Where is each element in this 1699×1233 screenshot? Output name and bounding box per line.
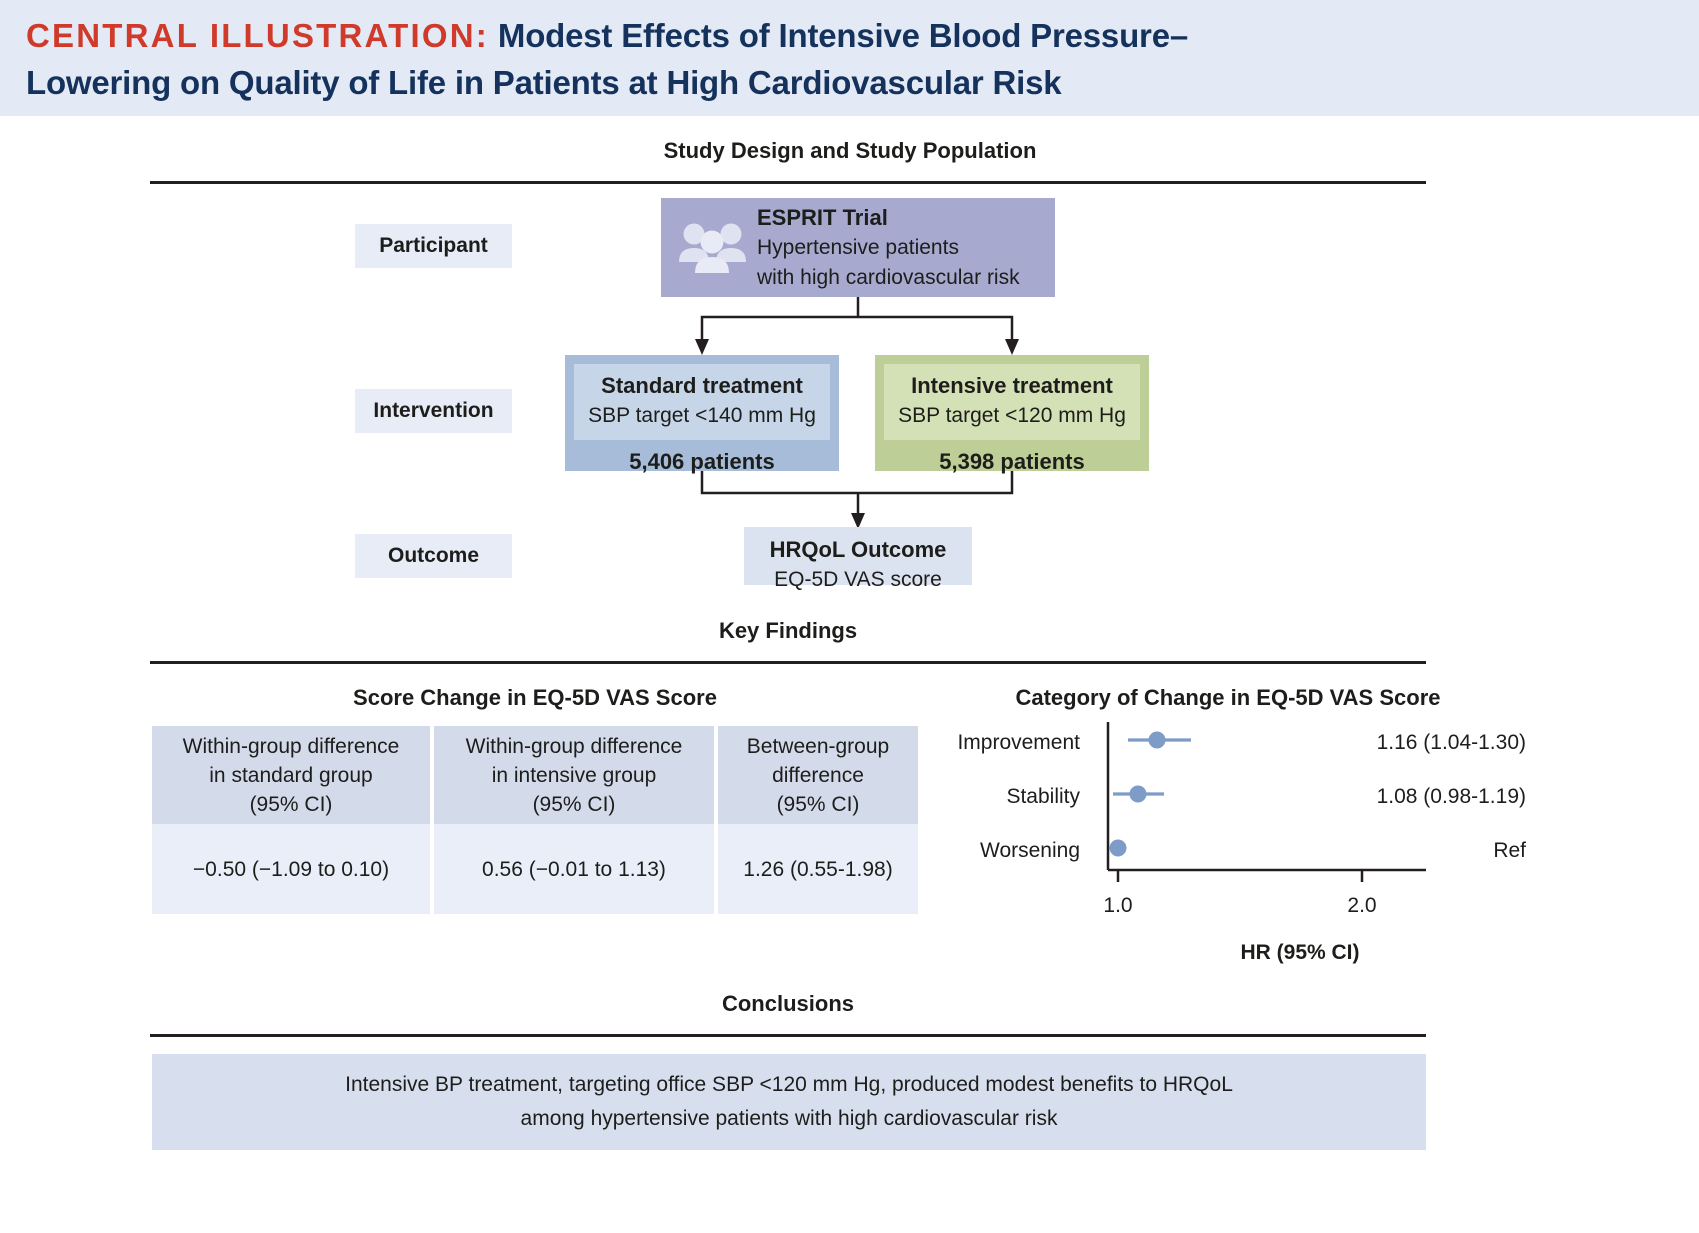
arm-count-standard: 5,406 patients [629, 449, 775, 474]
section-rule-key-findings [150, 661, 1426, 664]
conclusion-line-1: Intensive BP treatment, targeting office… [345, 1073, 1233, 1096]
forest-xtick-2: 2.0 [1347, 894, 1377, 917]
participant-desc-line-1: Hypertensive patients [757, 235, 959, 259]
hdr-btw-line3: (95% CI) [776, 792, 860, 816]
section-rule-conclusions [150, 1034, 1426, 1037]
findings-table-title: Score Change in EQ-5D VAS Score [353, 685, 717, 710]
connector-participant-to-arms [695, 297, 1019, 355]
central-illustration-prefix: CENTRAL ILLUSTRATION: [26, 17, 489, 54]
forest-x-axis-title: HR (95% CI) [1240, 941, 1360, 964]
hdr-std-line1: Within-group difference [182, 734, 400, 758]
stage-label-participant: Participant [355, 224, 512, 268]
conclusion-text-block: Intensive BP treatment, targeting office… [325, 1068, 1253, 1136]
forest-value-stability: 1.08 (0.98-1.19) [1376, 785, 1526, 808]
outcome-title: HRQoL Outcome [769, 537, 947, 562]
table-col-separator-3 [430, 824, 434, 914]
table-header-cell-between: Between-group difference (95% CI) [718, 726, 918, 824]
hdr-std-line2: in standard group [209, 763, 373, 787]
title-banner: CENTRAL ILLUSTRATION: Modest Effects of … [0, 0, 1699, 116]
table-col-separator-2 [714, 726, 718, 824]
arm-target-intensive: SBP target <120 mm Hg [898, 404, 1126, 427]
forest-value-worsening: Ref [1493, 839, 1526, 862]
participant-box: ESPRIT Trial Hypertensive patients with … [661, 198, 1055, 297]
hdr-int-line3: (95% CI) [532, 792, 616, 816]
arm-title-standard: Standard treatment [601, 373, 803, 398]
table-value-row: −0.50 (−1.09 to 0.10) 0.56 (−0.01 to 1.1… [152, 824, 918, 914]
table-value-between: 1.26 (0.55-1.98) [718, 824, 918, 914]
forest-plot-canvas [1106, 722, 1426, 882]
arm-inner-intensive: Intensive treatment SBP target <120 mm H… [884, 364, 1140, 440]
hdr-std-line3: (95% CI) [249, 792, 333, 816]
table-col-separator-1 [430, 726, 434, 824]
table-header-cell-intensive: Within-group difference in intensive gro… [434, 726, 714, 824]
forest-row-label-improvement: Improvement [957, 731, 1080, 754]
participant-text-block: ESPRIT Trial Hypertensive patients with … [757, 203, 1020, 293]
table-col-separator-4 [714, 824, 718, 914]
findings-table: Within-group difference in standard grou… [152, 726, 918, 914]
table-header-cell-standard: Within-group difference in standard grou… [152, 726, 430, 824]
hdr-btw-line2: difference [772, 763, 864, 787]
participant-trial-name: ESPRIT Trial [757, 204, 888, 230]
arm-box-intensive: Intensive treatment SBP target <120 mm H… [875, 355, 1149, 474]
forest-row-label-worsening: Worsening [980, 839, 1080, 862]
arm-box-standard: Standard treatment SBP target <140 mm Hg… [565, 355, 839, 474]
conclusion-line-2: among hypertensive patients with high ca… [520, 1107, 1058, 1130]
arm-target-standard: SBP target <140 mm Hg [588, 404, 816, 427]
hdr-int-line2: in intensive group [491, 763, 657, 787]
stage-label-outcome: Outcome [355, 534, 512, 578]
outcome-measure: EQ-5D VAS score [774, 568, 942, 591]
forest-xtick-1: 1.0 [1103, 894, 1133, 917]
title-line-1: CENTRAL ILLUSTRATION: Modest Effects of … [26, 12, 1673, 59]
participant-desc-line-2: with high cardiovascular risk [757, 265, 1020, 289]
table-value-standard: −0.50 (−1.09 to 0.10) [152, 824, 430, 914]
hdr-btw-line1: Between-group [746, 734, 890, 758]
outcome-box: HRQoL Outcome EQ-5D VAS score [744, 527, 972, 591]
people-icon [679, 223, 746, 273]
forest-value-improvement: 1.16 (1.04-1.30) [1376, 731, 1526, 754]
section-rule-study-design [150, 181, 1426, 184]
title-line-2: Lowering on Quality of Life in Patients … [26, 64, 1062, 101]
arm-count-intensive: 5,398 patients [939, 449, 1085, 474]
hdr-int-line1: Within-group difference [465, 734, 683, 758]
table-header-row: Within-group difference in standard grou… [152, 726, 918, 824]
section-title-key-findings: Key Findings [718, 618, 858, 643]
arm-title-intensive: Intensive treatment [911, 373, 1113, 398]
table-value-intensive: 0.56 (−0.01 to 1.13) [434, 824, 714, 914]
forest-row-label-stability: Stability [1006, 785, 1080, 808]
conclusion-box: Intensive BP treatment, targeting office… [152, 1054, 1426, 1150]
forest-plot-title: Category of Change in EQ-5D VAS Score [1015, 685, 1441, 710]
title-main-part-1: Modest Effects of Intensive Blood Pressu… [497, 17, 1188, 54]
connector-arms-to-outcome [700, 471, 1014, 529]
arm-inner-standard: Standard treatment SBP target <140 mm Hg [574, 364, 830, 440]
section-title-study-design: Study Design and Study Population [663, 138, 1037, 163]
section-title-conclusions: Conclusions [721, 991, 854, 1016]
stage-label-intervention: Intervention [355, 389, 512, 433]
